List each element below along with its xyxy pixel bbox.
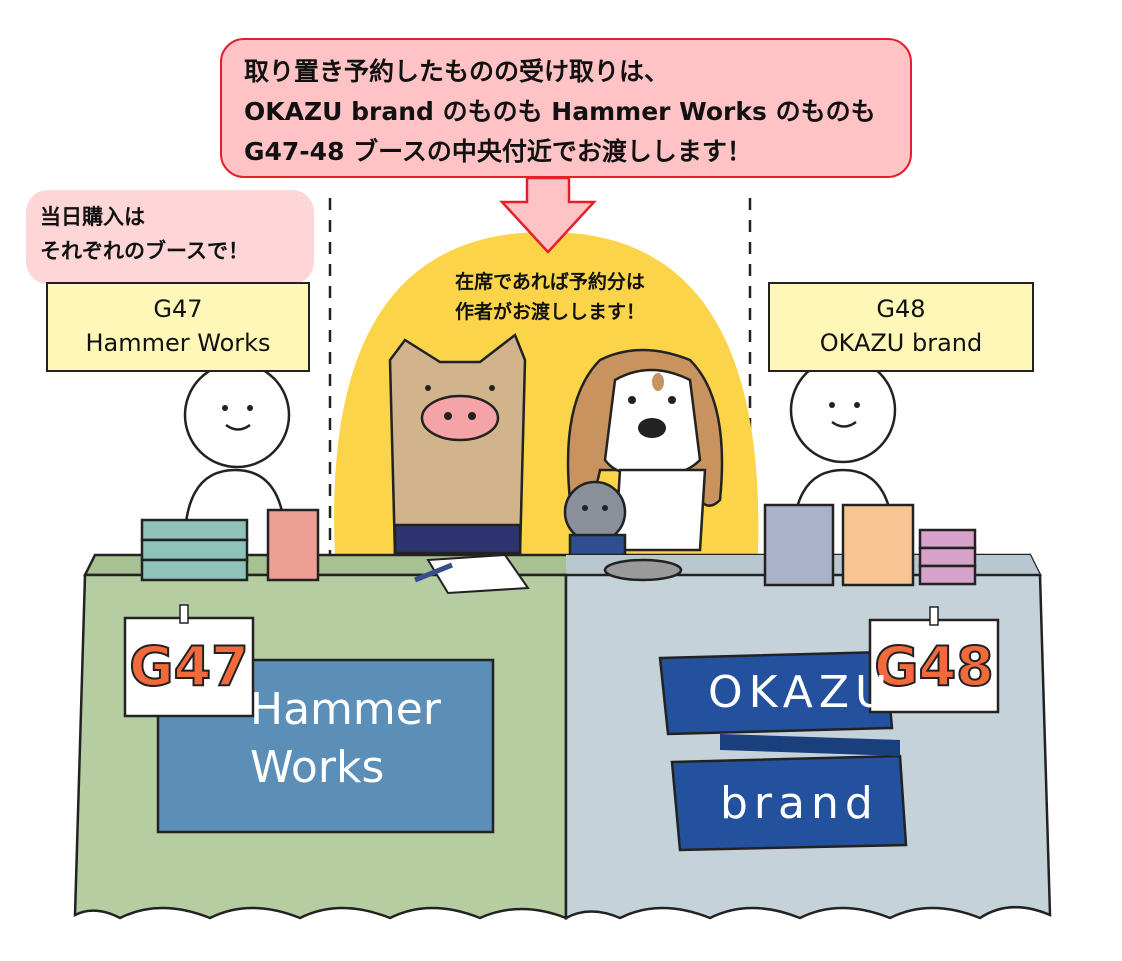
purple-boxes-icon bbox=[918, 528, 977, 586]
main-notice-line1: 取り置き予約したものの受け取りは、 bbox=[244, 57, 670, 86]
banner-okazu-top bbox=[658, 650, 894, 736]
sign-left bbox=[123, 616, 255, 718]
main-notice-line3: G47-48 ブースの中央付近でお渡しします！ bbox=[244, 137, 752, 166]
booth-label-right-id: G48 bbox=[876, 295, 926, 323]
booth-label-left-name: Hammer Works bbox=[85, 329, 271, 357]
sign-right bbox=[868, 618, 1000, 714]
side-notice-line1: 当日購入は bbox=[40, 205, 145, 229]
main-notice-line2: OKAZU brand のものも Hammer Works のものも bbox=[244, 97, 876, 126]
stacked-books-icon bbox=[140, 518, 249, 582]
orange-box-icon bbox=[841, 503, 915, 587]
tape-right-icon bbox=[929, 606, 939, 626]
plush-toy-icon bbox=[563, 480, 627, 557]
booth-label-left: G47 Hammer Works bbox=[46, 282, 310, 372]
boar-character-icon bbox=[388, 332, 527, 557]
banner-right-line2: brand bbox=[720, 778, 879, 829]
banner-right-line1: OKAZU bbox=[708, 667, 894, 718]
side-notice-line2: それぞれのブースで！ bbox=[40, 239, 249, 263]
center-notice-line1: 在席であれば予約分は bbox=[455, 271, 645, 293]
booth-label-left-id: G47 bbox=[153, 295, 203, 323]
pink-box-icon bbox=[266, 508, 320, 582]
booth-label-right: G48 OKAZU brand bbox=[768, 282, 1034, 372]
banner-okazu-bottom bbox=[670, 754, 908, 852]
banner-left-line1: Hammer bbox=[250, 684, 441, 735]
arrow-down-icon bbox=[499, 176, 597, 254]
sign-left-text: G47 bbox=[128, 634, 249, 699]
plate-icon bbox=[603, 558, 683, 582]
grey-box-icon bbox=[763, 503, 835, 587]
booth-label-right-name: OKAZU brand bbox=[819, 329, 983, 357]
paper-and-pen-icon bbox=[414, 553, 530, 595]
sign-right-text: G48 bbox=[873, 634, 994, 699]
main-notice-bubble: 取り置き予約したものの受け取りは、 OKAZU brand のものも Hamme… bbox=[220, 38, 912, 178]
banner-left-line2: Works bbox=[250, 742, 385, 793]
side-notice-bubble: 当日購入は それぞれのブースで！ bbox=[26, 190, 314, 284]
center-notice: 在席であれば予約分は 作者がお渡しします！ bbox=[400, 267, 700, 327]
tape-left-icon bbox=[179, 604, 189, 624]
center-notice-line2: 作者がお渡しします！ bbox=[454, 301, 645, 323]
